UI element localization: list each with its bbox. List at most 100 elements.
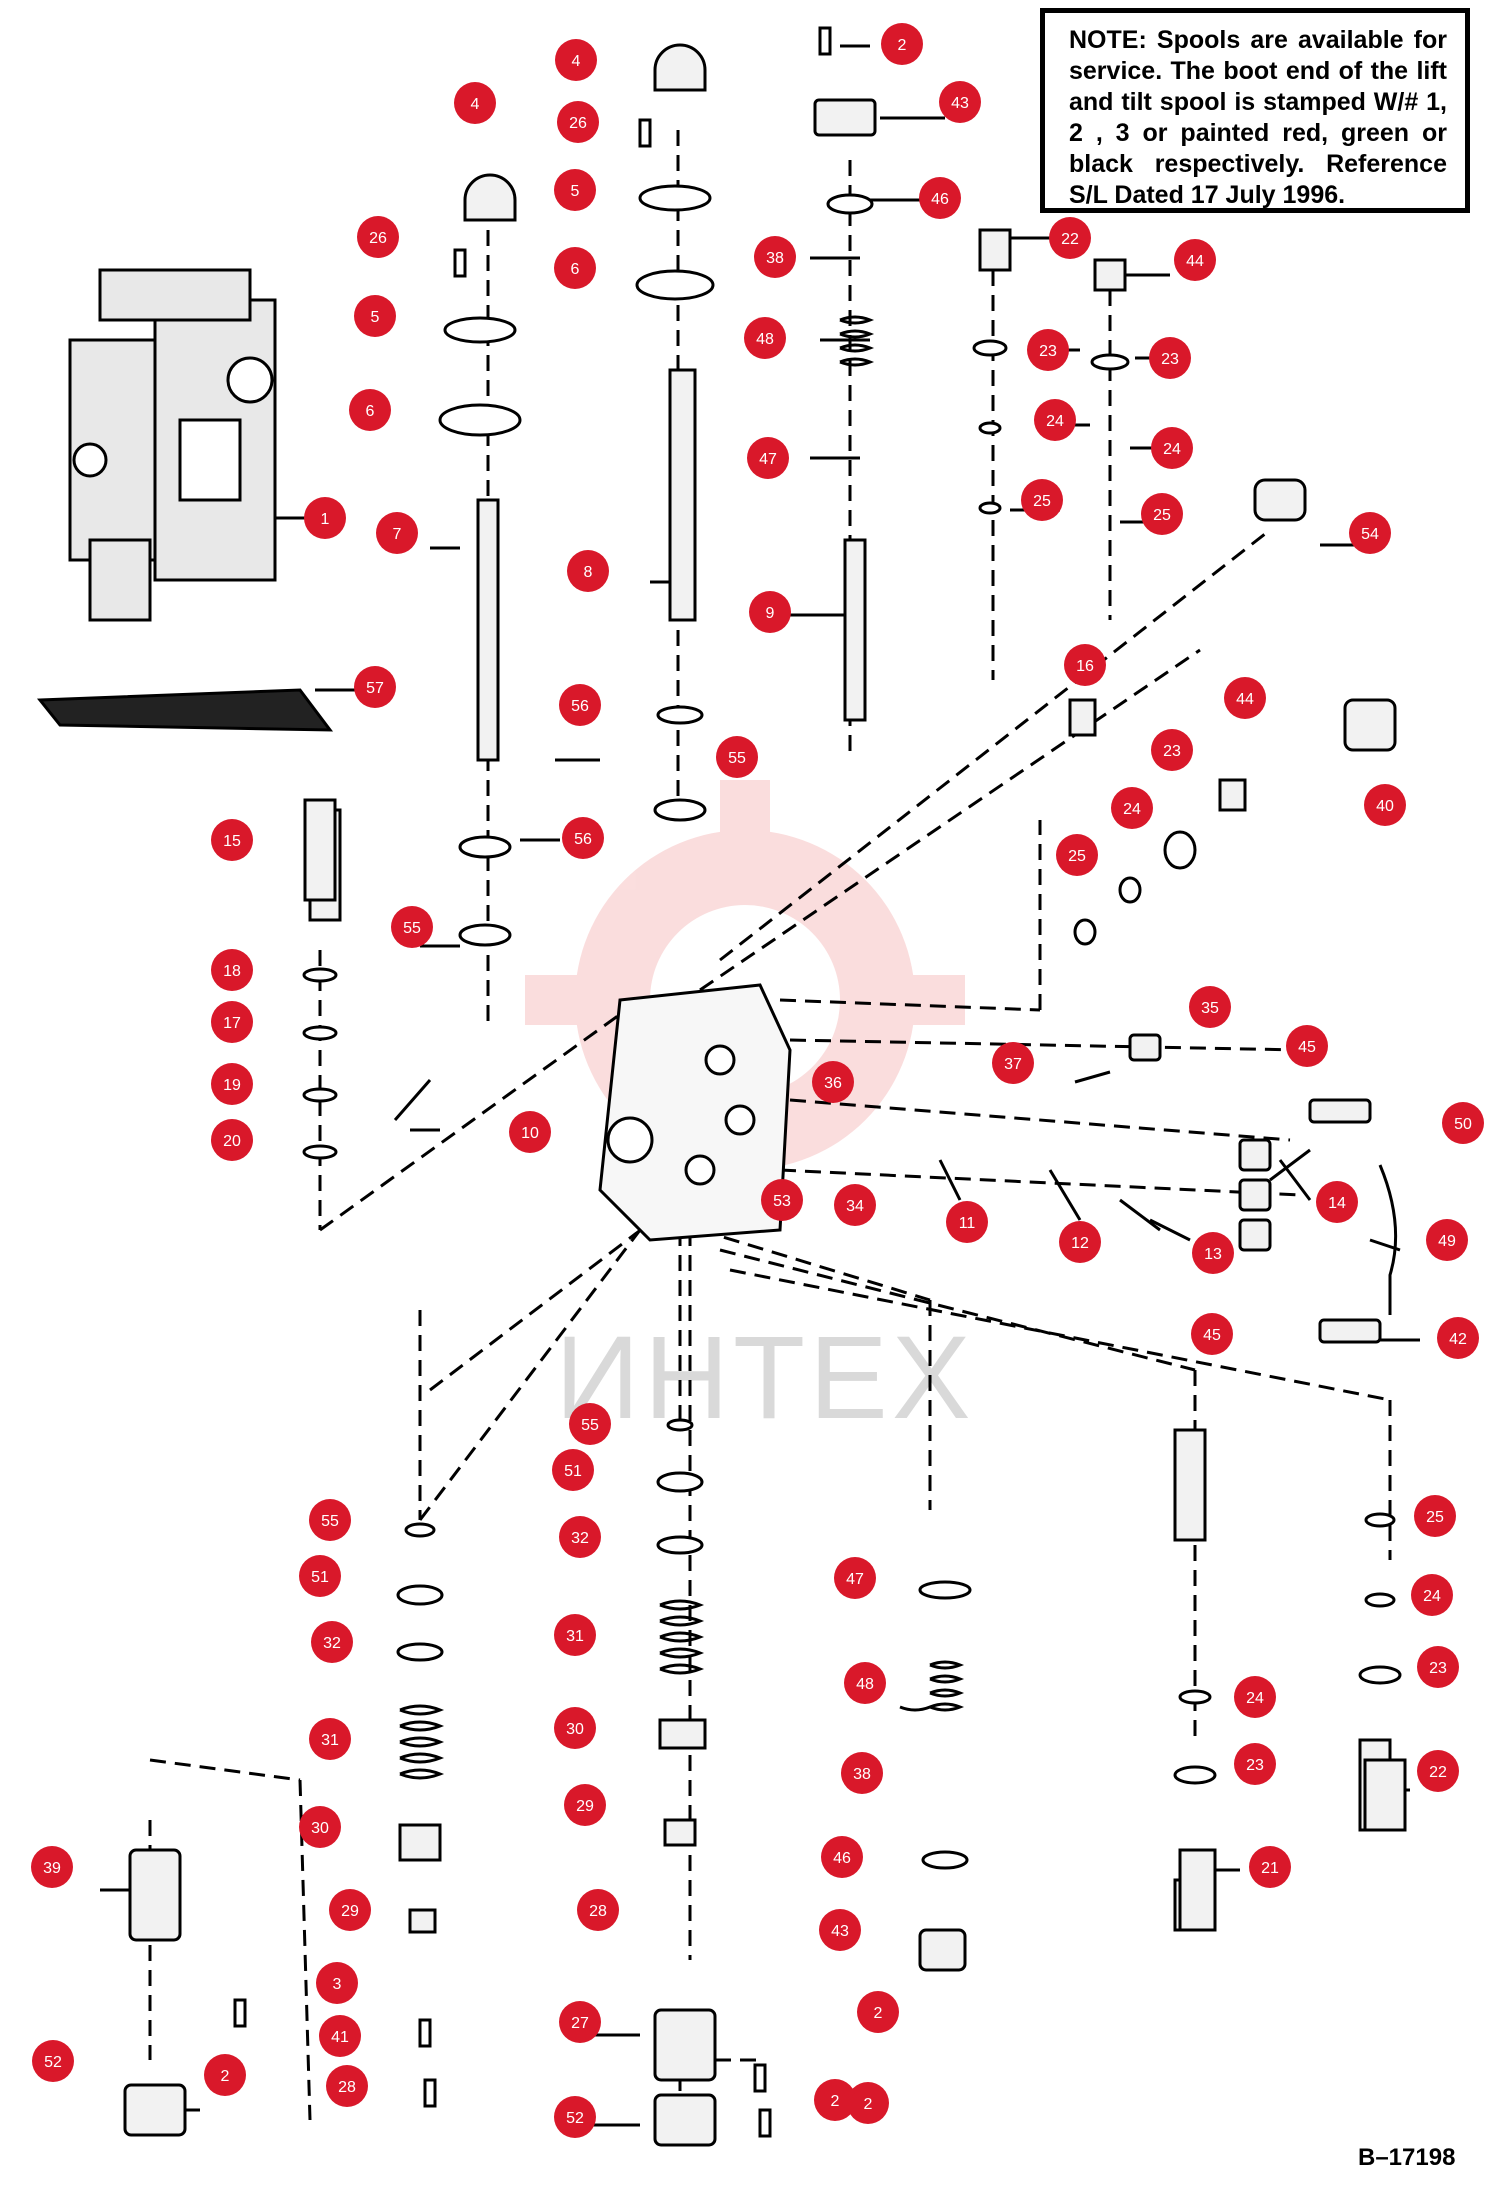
callout-label: 12 xyxy=(1071,1235,1089,1252)
callout-circle xyxy=(204,2054,246,2096)
callout-label: 4 xyxy=(471,96,480,113)
callout-circle xyxy=(841,1752,883,1794)
callout-circle xyxy=(354,295,396,337)
callout-label: 5 xyxy=(371,309,380,326)
callout-label: 4 xyxy=(572,53,581,70)
callout-circle xyxy=(1224,677,1266,719)
plates-and-seals xyxy=(302,184,1402,1870)
callout-circle xyxy=(1151,729,1193,771)
callout-label: 1 xyxy=(321,511,330,528)
callout-47-1: 47 xyxy=(834,1557,876,1599)
valve-body xyxy=(598,983,792,1242)
callout-label: 5 xyxy=(571,183,580,200)
callout-circle xyxy=(747,437,789,479)
callout-label: 48 xyxy=(856,1676,874,1693)
callout-label: 44 xyxy=(1186,253,1204,270)
callout-label: 24 xyxy=(1163,441,1181,458)
callout-30-0: 30 xyxy=(554,1707,596,1749)
callout-circle xyxy=(844,1662,886,1704)
callout-label: 32 xyxy=(571,1530,589,1547)
callout-circle xyxy=(329,1889,371,1931)
callout-label: 25 xyxy=(1153,507,1171,524)
callout-circle xyxy=(357,216,399,258)
callout-circle xyxy=(857,1991,899,2033)
callout-label: 41 xyxy=(331,2029,349,2046)
callout-19-0: 19 xyxy=(211,1063,253,1105)
callout-6-1: 6 xyxy=(349,389,391,431)
callout-24-4: 24 xyxy=(1411,1574,1453,1616)
callout-circle xyxy=(1021,479,1063,521)
callout-32-1: 32 xyxy=(311,1621,353,1663)
callout-label: 34 xyxy=(846,1198,864,1215)
callout-label: 10 xyxy=(521,1125,539,1142)
callout-15-0: 15 xyxy=(211,819,253,861)
callout-circle xyxy=(1442,1102,1484,1144)
callout-label: 28 xyxy=(589,1903,607,1920)
callout-label: 21 xyxy=(1261,1860,1279,1877)
callout-label: 2 xyxy=(874,2005,883,2022)
callout-4-1: 4 xyxy=(454,82,496,124)
callout-23-3: 23 xyxy=(1234,1743,1276,1785)
callout-circle xyxy=(319,2015,361,2057)
callout-20-0: 20 xyxy=(211,1119,253,1161)
callout-35-0: 35 xyxy=(1189,986,1231,1028)
callout-circle xyxy=(354,666,396,708)
callout-label: 35 xyxy=(1201,1000,1219,1017)
watermark-text: ИНТЕХ xyxy=(555,1312,975,1444)
callout-label: 23 xyxy=(1039,343,1057,360)
callout-38-0: 38 xyxy=(754,236,796,278)
callout-2-1: 2 xyxy=(204,2054,246,2096)
callout-44-1: 44 xyxy=(1224,677,1266,719)
callout-label: 20 xyxy=(223,1133,241,1150)
callout-label: 2 xyxy=(864,2096,873,2113)
callout-52-0: 52 xyxy=(32,2040,74,2082)
callout-56-0: 56 xyxy=(559,684,601,726)
callout-2-3: 2 xyxy=(847,2082,889,2124)
callout-label: 25 xyxy=(1426,1509,1444,1526)
callout-circle xyxy=(391,906,433,948)
callout-circle xyxy=(1059,1221,1101,1263)
callout-circle xyxy=(1249,1846,1291,1888)
callout-label: 29 xyxy=(576,1798,594,1815)
drawing-number: B–17198 xyxy=(1358,2144,1456,2171)
callout-circle xyxy=(304,497,346,539)
callout-circle xyxy=(559,684,601,726)
callout-circle xyxy=(819,1909,861,1951)
callout-48-1: 48 xyxy=(844,1662,886,1704)
callout-label: 36 xyxy=(824,1075,842,1092)
lower-parts xyxy=(123,1718,1217,2147)
callout-9-0: 9 xyxy=(749,591,791,633)
callout-circle xyxy=(754,236,796,278)
callout-label: 55 xyxy=(321,1513,339,1530)
callout-circle xyxy=(569,1403,611,1445)
callout-18-0: 18 xyxy=(211,949,253,991)
callout-36-0: 36 xyxy=(812,1061,854,1103)
callout-label: 51 xyxy=(311,1569,329,1586)
callout-52-1: 52 xyxy=(554,2096,596,2138)
callout-circle xyxy=(1049,217,1091,259)
callout-circle xyxy=(919,177,961,219)
callout-label: 24 xyxy=(1423,1588,1441,1605)
callout-label: 16 xyxy=(1076,658,1094,675)
callout-label: 22 xyxy=(1061,231,1079,248)
callout-26-1: 26 xyxy=(357,216,399,258)
callout-label: 23 xyxy=(1246,1757,1264,1774)
callout-label: 23 xyxy=(1161,351,1179,368)
callout-23-1: 23 xyxy=(1149,337,1191,379)
callout-label: 40 xyxy=(1376,798,1394,815)
callout-label: 30 xyxy=(311,1820,329,1837)
callout-46-0: 46 xyxy=(919,177,961,219)
callout-circle xyxy=(1411,1574,1453,1616)
callout-circle xyxy=(1027,329,1069,371)
callout-circle xyxy=(1234,1676,1276,1718)
callout-label: 25 xyxy=(1068,848,1086,865)
callout-label: 2 xyxy=(221,2068,230,2085)
callout-5-0: 5 xyxy=(554,169,596,211)
callout-circle xyxy=(552,1449,594,1491)
callout-label: 47 xyxy=(846,1571,864,1588)
callout-circle xyxy=(311,1621,353,1663)
callout-label: 52 xyxy=(44,2054,62,2071)
callout-circle xyxy=(1414,1495,1456,1537)
callout-8-0: 8 xyxy=(567,550,609,592)
